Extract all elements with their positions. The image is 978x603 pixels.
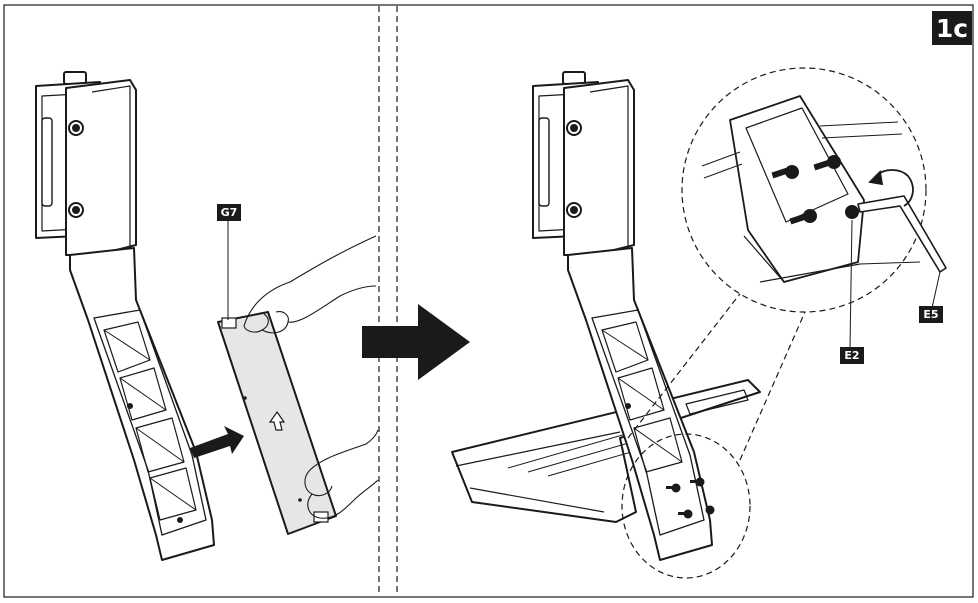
leader-line-e5: [931, 271, 941, 309]
screw-icon: [666, 477, 715, 519]
insert-arrow-icon: [190, 426, 244, 458]
left-mount-assembly: [35, 71, 215, 561]
arrow-right-icon: [362, 304, 470, 380]
detail-source-circle: [621, 433, 751, 579]
rotate-arrow-icon: [868, 169, 914, 207]
up-arrow-icon: [268, 410, 286, 431]
leader-line-e2: [849, 219, 853, 349]
hand-lower: [304, 429, 379, 519]
detail-connector-right: [739, 295, 813, 461]
label-e5: E5: [919, 306, 943, 323]
detail-zoom-view: [681, 67, 947, 313]
page-frame: [3, 4, 974, 598]
detail-connector-left: [627, 267, 761, 439]
step-number-badge: 1c: [932, 11, 972, 45]
right-mount-assembly: [532, 71, 713, 561]
label-g7: G7: [217, 204, 241, 221]
label-e2: E2: [840, 347, 864, 364]
cover-plate: [217, 311, 337, 535]
stand-base: [451, 379, 761, 523]
panel-divider: [378, 6, 398, 596]
hand-upper: [243, 235, 377, 334]
